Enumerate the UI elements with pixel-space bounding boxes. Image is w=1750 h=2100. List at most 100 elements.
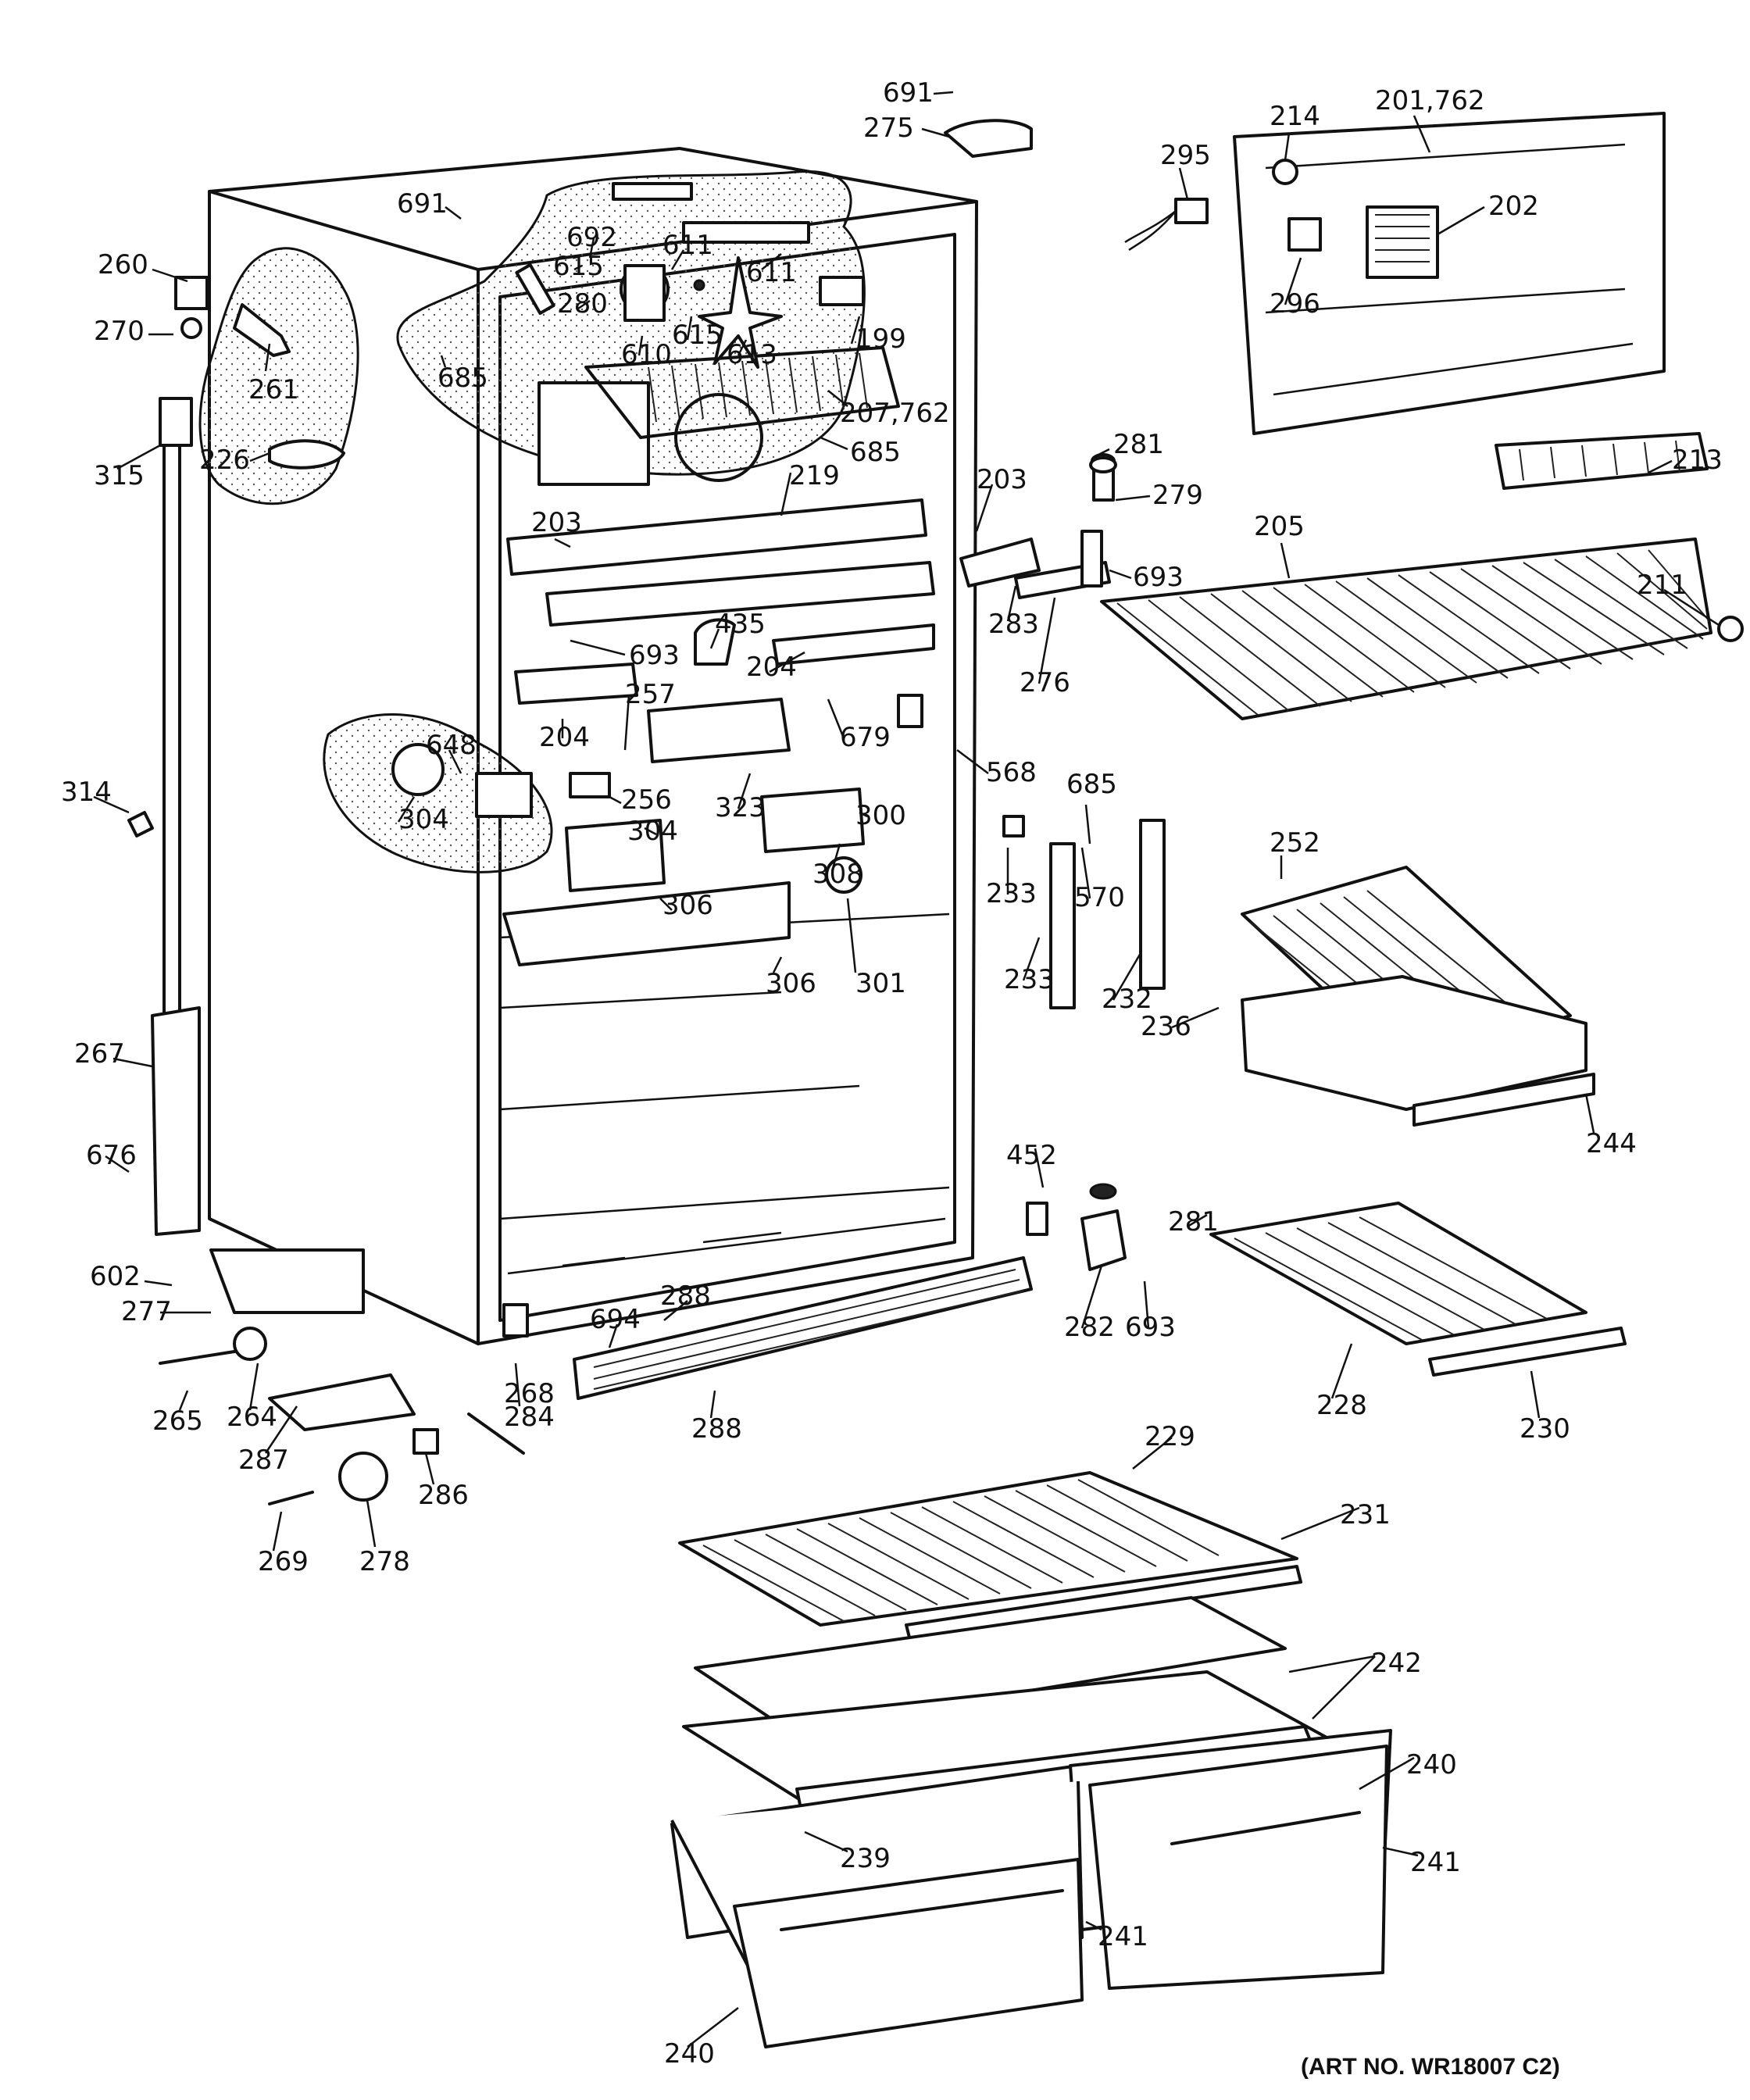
callout-label: 685 [850, 437, 901, 468]
callout-label: 288 [660, 1280, 711, 1312]
callout-label: 276 [1020, 667, 1070, 698]
callout-label: 214 [1270, 101, 1320, 132]
callout-label: 265 [152, 1405, 203, 1437]
callout-label: 233 [986, 878, 1037, 909]
callout-label: 693 [1125, 1312, 1176, 1343]
callout-label: 261 [248, 374, 299, 405]
callout-label: 300 [855, 800, 906, 831]
callout-label: 306 [766, 968, 816, 999]
callout-label: 202 [1488, 191, 1539, 222]
rollers-and-base [151, 1006, 525, 1505]
callout-label: 260 [98, 249, 148, 280]
callout-label: 676 [86, 1140, 137, 1171]
callout-label: 282 [1064, 1312, 1115, 1343]
callout-label: 685 [1066, 769, 1117, 800]
callout-labels: 691 275 214 201,762 295 691 692 611 611 … [61, 77, 1723, 2070]
leader-lines [93, 91, 1720, 2048]
callout-label: 199 [855, 323, 906, 355]
callout-label: 613 [727, 339, 777, 370]
callout-label: 232 [1102, 984, 1152, 1015]
callout-label: 264 [227, 1402, 277, 1433]
callout-label: 211 [1637, 570, 1688, 601]
callout-label: 648 [426, 730, 477, 761]
art-number: (ART NO. WR18007 C2) [1301, 2054, 1560, 2080]
freezer-door-liner [1124, 112, 1709, 490]
timer-cutaway [323, 713, 553, 873]
callout-label: 284 [504, 1402, 555, 1433]
callout-label: 241 [1410, 1847, 1461, 1878]
callout-label: 304 [627, 816, 678, 847]
callout-label: 236 [1141, 1011, 1191, 1042]
callout-label: 267 [74, 1038, 125, 1070]
callout-label: 269 [258, 1546, 309, 1577]
callout-label: 288 [691, 1413, 742, 1445]
callout-label: 242 [1371, 1648, 1422, 1679]
callout-label: 278 [359, 1546, 410, 1577]
hinges [944, 119, 1127, 1271]
callout-label: 244 [1586, 1128, 1637, 1159]
callout-label: 301 [855, 968, 906, 999]
callout-label: 256 [621, 784, 672, 816]
callout-label: 315 [94, 460, 145, 491]
callout-label: 270 [94, 316, 145, 347]
callout-label: 204 [746, 652, 797, 683]
mullion-rails [506, 498, 935, 705]
callout-label: 295 [1160, 140, 1211, 171]
callout-label: 226 [199, 445, 250, 476]
callout-label: 204 [539, 722, 590, 753]
callout-label: 287 [238, 1445, 289, 1476]
evaporator-fan-assembly [515, 182, 900, 486]
callout-label: 602 [90, 1261, 141, 1292]
callout-label: 207,762 [840, 398, 950, 429]
callout-label: 228 [1316, 1390, 1367, 1421]
callout-label: 435 [715, 609, 766, 640]
callout-label: 231 [1340, 1499, 1391, 1530]
callout-label: 693 [629, 640, 680, 671]
callout-label: 452 [1006, 1140, 1057, 1171]
callout-label: 283 [988, 609, 1039, 640]
callout-label: 230 [1520, 1413, 1570, 1445]
callout-label: 241 [1098, 1921, 1148, 1952]
fresh-food-shelves [670, 1471, 1392, 2048]
callout-label: 240 [664, 2038, 715, 2070]
callout-label: 691 [883, 77, 934, 109]
callout-label: 314 [61, 777, 112, 808]
callout-label: 691 [397, 188, 448, 220]
callout-label: 679 [840, 722, 891, 753]
callout-label: 240 [1406, 1749, 1457, 1780]
callout-label: 233 [1004, 964, 1055, 995]
callout-label: 213 [1672, 445, 1723, 476]
callout-label: 570 [1074, 882, 1125, 913]
control-components [391, 618, 923, 966]
callout-label: 568 [986, 757, 1037, 788]
callout-label: 205 [1254, 511, 1305, 542]
door-bins [1209, 866, 1627, 1377]
callout-label: 239 [840, 1843, 891, 1874]
shelf-supports [1002, 815, 1166, 1009]
callout-label: 280 [557, 288, 608, 320]
callout-label: 203 [531, 507, 582, 538]
callout-label: 323 [715, 792, 766, 823]
freezer-wire-shelf [1100, 538, 1744, 720]
callout-label: 279 [1152, 480, 1203, 511]
callout-label: 286 [418, 1480, 469, 1511]
callout-label: 296 [1270, 288, 1320, 320]
callout-label: 281 [1168, 1206, 1219, 1238]
callout-label: 229 [1145, 1421, 1195, 1452]
callout-label: 219 [789, 460, 840, 491]
callout-label: 257 [625, 679, 676, 710]
callout-label: 275 [863, 112, 914, 144]
callout-label: 306 [662, 890, 713, 921]
callout-label: 611 [662, 230, 713, 261]
callout-label: 685 [438, 362, 488, 394]
base-grille [502, 1202, 1048, 1400]
callout-label: 201,762 [1375, 85, 1485, 116]
callout-label: 268 [504, 1378, 555, 1409]
callout-label: 610 [621, 339, 672, 370]
callout-label: 615 [672, 320, 723, 351]
callout-label: 693 [1133, 562, 1184, 593]
callout-label: 252 [1270, 827, 1320, 859]
callout-label: 203 [977, 464, 1027, 495]
callout-label: 281 [1113, 429, 1164, 460]
